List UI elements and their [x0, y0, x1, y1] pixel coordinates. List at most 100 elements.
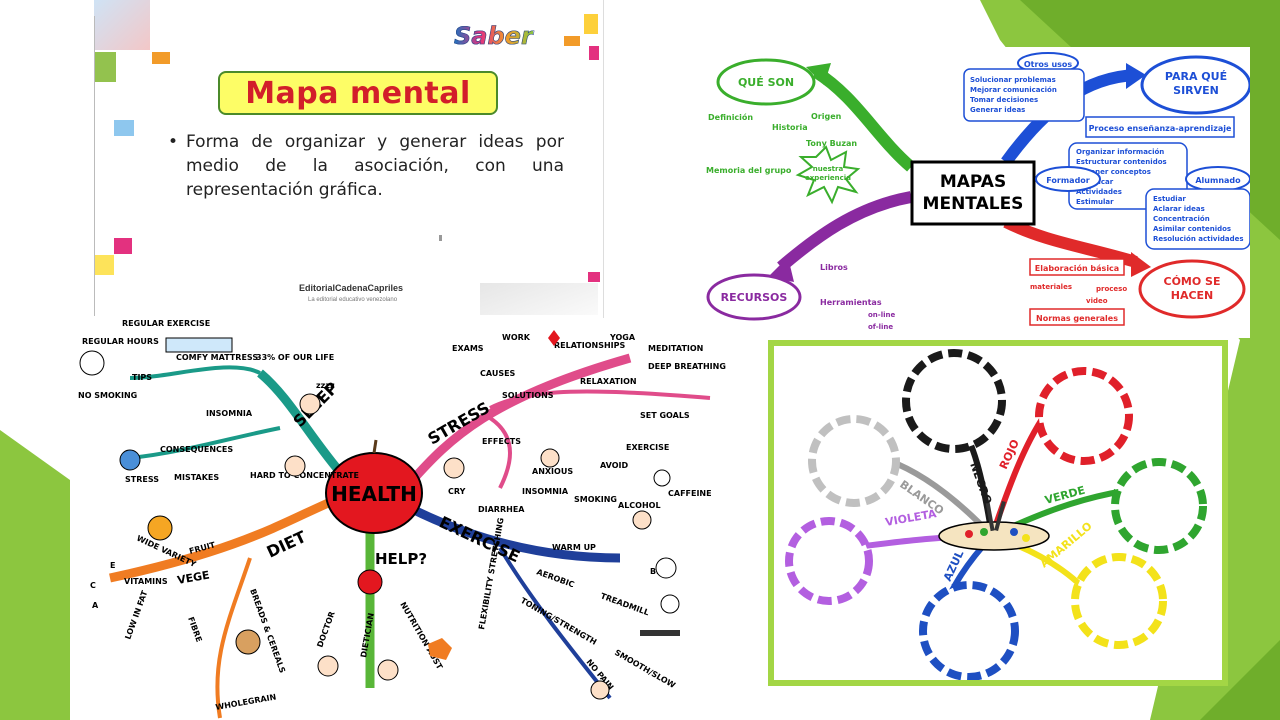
phone-icon: [357, 569, 383, 595]
deco-square: [589, 46, 599, 60]
health-label: REGULAR HOURS: [82, 337, 159, 346]
palette-icon: [938, 521, 1050, 551]
paint-dot: [1010, 528, 1018, 536]
diet-sub: [215, 557, 252, 719]
tony-buzan-label: Tony Buzan: [806, 139, 857, 148]
bike-icon: [655, 557, 677, 579]
recursos-label: RECURSOS: [721, 291, 788, 304]
health-label: SMOOTH/SLOW: [613, 648, 677, 690]
stress-sub: [489, 389, 711, 410]
publisher-tagline: La editorial educativo venezolano: [308, 297, 398, 303]
negro-label: NEGRO: [967, 461, 994, 506]
clock-icon: [79, 350, 105, 376]
mattress-icon: [165, 337, 233, 353]
proceso-label: Proceso enseñanza-aprendizaje: [1089, 124, 1232, 133]
confused-face-icon: [284, 455, 306, 477]
deco-square: [114, 120, 134, 136]
stress-sub: [488, 416, 512, 489]
treadmill-icon: [660, 594, 680, 614]
formador-item: Exponer conceptos: [1076, 168, 1151, 176]
slide-title-box: Mapa mental: [218, 71, 498, 115]
health-label: zzzz: [316, 381, 335, 390]
formador-oval: [1035, 166, 1101, 192]
health-label: 33% OF OUR LIFE: [256, 353, 334, 362]
amarillo-label: AMARILLO: [1038, 520, 1095, 571]
alumnado-item: Aclarar ideas: [1153, 205, 1205, 213]
health-label: CAUSES: [480, 369, 516, 378]
health-mindmap-panel: HEALTH SLEEP STRESS DIET EXERCISE HELP? …: [70, 318, 740, 720]
formador-label: Formador: [1046, 176, 1090, 185]
pencil-image: [480, 283, 598, 315]
alumnado-item: Resolución actividades: [1153, 235, 1244, 243]
normas-box: [1029, 308, 1125, 326]
rojo-cloud: [1035, 367, 1133, 465]
diet-branch: [109, 493, 342, 583]
exercise-label: EXERCISE: [436, 512, 523, 566]
health-mindmap: HEALTH SLEEP STRESS DIET EXERCISE HELP? …: [78, 319, 726, 719]
health-label: DIARRHEA: [478, 505, 525, 514]
exercise-branch: [407, 503, 621, 563]
slide-mark: [439, 235, 442, 241]
green-arrow: [806, 63, 831, 85]
health-label: RELAXATION: [580, 377, 637, 386]
que-son-label: QUÉ SON: [738, 76, 794, 89]
green-branch: [812, 66, 915, 172]
burst-line-1: nuestra: [813, 165, 844, 173]
slide-body-text: Forma de organizar y generar ideas por m…: [168, 130, 564, 202]
herramientas-label: Herramientas: [820, 298, 882, 307]
paint-dot: [1022, 534, 1030, 542]
anxious-face-icon: [540, 448, 560, 468]
slide-title: Mapa mental: [245, 75, 471, 111]
health-label: MEDITATION: [648, 344, 703, 353]
health-label: AVOID: [600, 461, 628, 470]
normas-label: Normas generales: [1036, 314, 1118, 323]
slide-border: [94, 16, 95, 316]
australia-icon: [428, 638, 452, 660]
red-arrow: [1131, 252, 1151, 277]
coffee-cup-icon: [653, 469, 671, 487]
alumnado-label: Alumnado: [1195, 176, 1241, 185]
health-label: EXERCISE: [626, 443, 669, 452]
health-label: NUTRITION AUST: [398, 601, 444, 672]
sleep-sub: [129, 426, 281, 460]
definicion-label: Definición: [708, 112, 753, 122]
violeta-cloud: [785, 517, 873, 605]
deco-square: [152, 52, 170, 64]
health-label: COMFY MATTRESS: [176, 353, 258, 362]
burst-line-2: experiencia: [805, 174, 851, 182]
center-box: [910, 160, 1036, 226]
apple-stem: [372, 439, 378, 454]
health-label: TIPS: [132, 373, 152, 382]
health-label: DEEP BREATHING: [648, 362, 726, 371]
health-label: STRESS: [125, 475, 159, 484]
burst-shape: [795, 145, 861, 205]
health-label: WORK: [502, 333, 531, 342]
exercise-sub: [498, 546, 612, 700]
health-label: REGULAR EXERCISE: [122, 319, 210, 328]
globe-icon: [119, 449, 141, 471]
violeta-label: VIOLETA: [884, 507, 938, 529]
purple-branch: [777, 191, 913, 272]
center-line-1: MAPAS: [940, 172, 1006, 192]
blanco-cloud: [808, 415, 900, 507]
proceso-small-label: proceso: [1096, 285, 1127, 293]
recursos-cloud: [706, 273, 802, 321]
health-label: MISTAKES: [174, 473, 219, 482]
como-se-line-1: CÓMO SE: [1164, 275, 1221, 288]
health-label: A: [92, 601, 99, 610]
proceso-box: [1085, 116, 1235, 138]
para-que-item: Solucionar problemas: [970, 76, 1056, 84]
bottom-green-corner: [1200, 640, 1280, 720]
memoria-label: Memoria del grupo: [706, 166, 792, 175]
health-label: DOCTOR: [315, 610, 336, 649]
azul-cloud: [919, 581, 1019, 680]
alumnado-item: Concentración: [1153, 215, 1210, 223]
online-label: on-line: [868, 311, 895, 319]
pineapple-icon: [147, 515, 173, 541]
health-center-label: HEALTH: [331, 482, 417, 506]
health-label: INSOMNIA: [206, 409, 253, 418]
libros-label: Libros: [820, 263, 848, 272]
como-se-line-2: HACEN: [1171, 289, 1214, 302]
head-image: [94, 0, 150, 50]
